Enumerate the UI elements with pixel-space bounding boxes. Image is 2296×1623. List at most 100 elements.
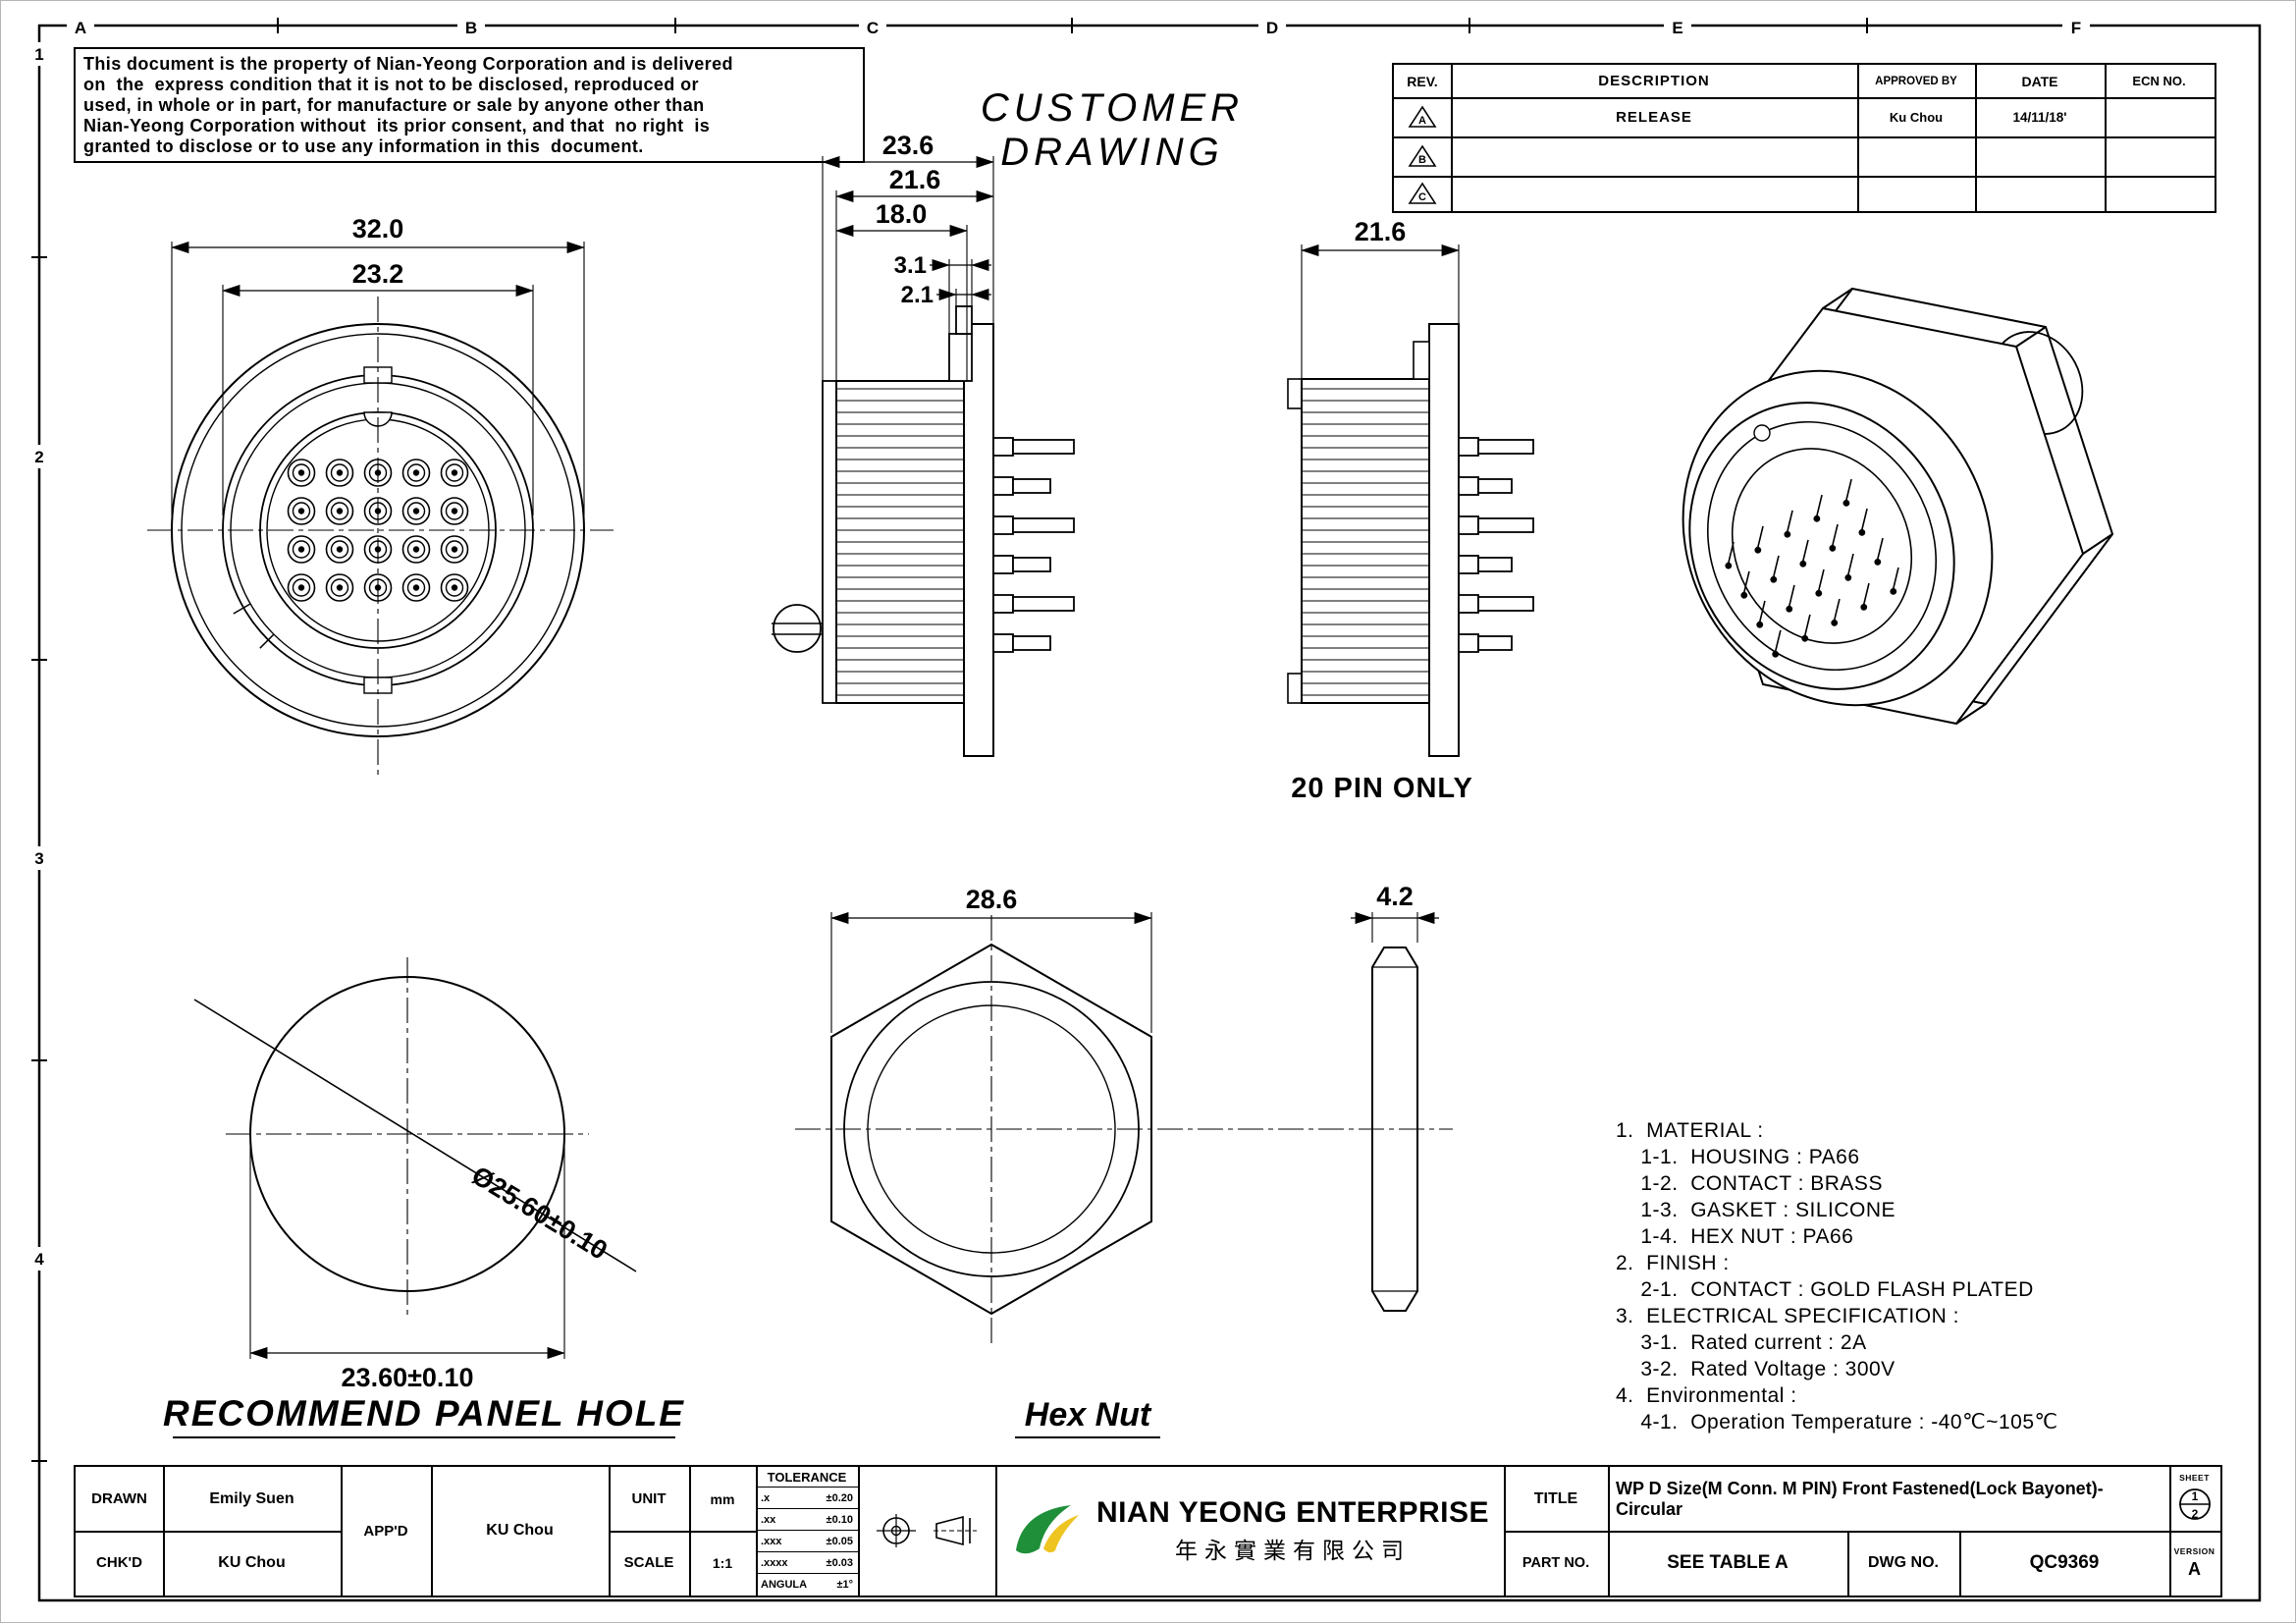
date-header: DATE <box>2021 73 2058 89</box>
dim-section-overall: 23.6 <box>882 131 934 160</box>
rev-date: 14/11/18' <box>2012 109 2067 125</box>
version-value: A <box>2188 1558 2201 1579</box>
note-line: 1-1. HOUSING : PA66 <box>1616 1146 1860 1168</box>
version-cell: VERSION A <box>2169 1531 2219 1595</box>
title-label: TITLE <box>1533 1489 1578 1507</box>
rev-triangle-icon: B <box>1408 144 1437 167</box>
notice-line: Nian-Yeong Corporation without its prior… <box>83 116 711 135</box>
note-line: 1-2. CONTACT : BRASS <box>1616 1172 1883 1195</box>
tol-val: ±1° <box>836 1578 853 1591</box>
company-logo-icon <box>1015 1505 1079 1554</box>
sheet-number-icon: 1 2 <box>2178 1488 2211 1521</box>
zone-row-label: 2 <box>34 448 43 466</box>
note-line: 1-3. GASKET : SILICONE <box>1616 1199 1896 1221</box>
svg-text:1: 1 <box>2191 1489 2198 1503</box>
section-view: 23.6 21.6 18.0 3.1 2.1 <box>772 131 1075 757</box>
notice-line: on the express condition that it is not … <box>83 75 699 94</box>
tol-key: .xx <box>761 1513 776 1526</box>
version-label: VERSION <box>2173 1545 2216 1556</box>
cone-symbol-icon <box>934 1515 977 1546</box>
dim-section-body: 21.6 <box>889 165 941 194</box>
note-line: 3-2. Rated Voltage : 300V <box>1616 1358 1896 1380</box>
zone-col-label: F <box>2071 19 2081 37</box>
note-line: 3-1. Rated current : 2A <box>1616 1331 1867 1354</box>
notes-block: 1. MATERIAL : 1-1. HOUSING : PA66 1-2. C… <box>1616 1117 2205 1435</box>
notice-line: This document is the property of Nian-Ye… <box>83 54 733 74</box>
zone-col-label: B <box>465 19 477 37</box>
front-view: 32.0 23.2 <box>147 214 614 778</box>
scale-label: SCALE <box>623 1554 674 1571</box>
unit-label: UNIT <box>631 1490 667 1507</box>
scale-value: 1:1 <box>712 1554 733 1571</box>
drawn-label: DRAWN <box>91 1490 147 1507</box>
bayonet-screw-detail <box>773 604 822 653</box>
drawn-value: Emily Suen <box>209 1489 294 1507</box>
unit-value: mm <box>710 1490 735 1507</box>
rev-header: REV. <box>1407 73 1438 89</box>
company-name-zh: 年永實業有限公司 <box>1175 1538 1411 1563</box>
notice-line: used, in whole or in part, for manufactu… <box>83 95 705 115</box>
page-title: CUSTOMER DRAWING <box>980 86 1245 174</box>
chkd-label: CHK'D <box>96 1554 142 1571</box>
dim-hexnut-across: 28.6 <box>966 885 1018 914</box>
dim-hexnut-thickness: 4.2 <box>1376 882 1414 911</box>
dim-section-step1: 3.1 <box>894 252 927 279</box>
tol-key: .xxxx <box>761 1556 788 1569</box>
section-pins <box>992 437 1075 653</box>
description-header: DESCRIPTION <box>1598 73 1710 89</box>
panel-hole-view: 23.60±0.10 Ø25.60±0.10 RECOMMEND PANEL H… <box>163 957 685 1438</box>
approved-header: APPROVED BY <box>1875 75 1957 87</box>
sheet-cell: SHEET 1 2 <box>2169 1467 2219 1531</box>
tolerance-box: TOLERANCE .x±0.20 .xx±0.10 .xxx±0.05 .xx… <box>756 1467 858 1595</box>
sheet-label: SHEET <box>2179 1473 2210 1483</box>
projection-symbol-icon <box>877 1514 916 1547</box>
dim-panel-diameter: Ø25.60±0.10 <box>466 1161 613 1266</box>
company-name-en: NIAN YEONG ENTERPRISE <box>1095 1496 1490 1529</box>
pin-side-view: 21.6 20 PIN ONLY <box>1287 217 1534 804</box>
dim-section-thread: 18.0 <box>876 199 928 229</box>
appd-value: KU Chou <box>486 1522 554 1539</box>
rev-description: RELEASE <box>1616 108 1692 126</box>
rev-triangle-icon: C <box>1408 182 1437 204</box>
dim-pinview-body: 21.6 <box>1355 217 1407 246</box>
rev-triangle-icon: A <box>1408 105 1437 128</box>
dim-panel-across: 23.60±0.10 <box>342 1363 474 1392</box>
projection-symbols <box>858 1467 995 1595</box>
panel-hole-caption: RECOMMEND PANEL HOLE <box>163 1393 685 1434</box>
dim-front-inner: 23.2 <box>352 259 404 289</box>
tol-val: ±0.03 <box>826 1556 853 1569</box>
ecn-header: ECN NO. <box>2132 74 2186 88</box>
note-line: 1-4. HEX NUT : PA66 <box>1616 1225 1854 1248</box>
hex-nut-view: 28.6 4.2 Hex Nut <box>795 882 1453 1438</box>
tolerance-title: TOLERANCE <box>767 1469 847 1485</box>
tol-key: ANGULA <box>761 1578 808 1591</box>
svg-text:A: A <box>1418 115 1426 127</box>
notice-line: granted to disclose or to use any inform… <box>83 136 644 156</box>
isometric-view <box>1682 287 2114 726</box>
zone-col-label: E <box>1672 19 1682 37</box>
pin-view-caption: 20 PIN ONLY <box>1291 773 1473 804</box>
zone-col-label: C <box>867 19 879 37</box>
dwg-no-label: DWG NO. <box>1868 1553 1939 1571</box>
note-line: 4. Environmental : <box>1616 1384 1797 1407</box>
note-line: 4-1. Operation Temperature : -40℃~105℃ <box>1616 1411 2058 1434</box>
sheet-frame: A B C D E F 1 2 3 4 <box>27 16 2262 1602</box>
revision-table: REV. DESCRIPTION APPROVED BY DATE ECN NO… <box>1392 63 2216 213</box>
zone-row-label: 1 <box>34 45 43 64</box>
tol-key: .x <box>761 1491 771 1504</box>
part-no-label: PART NO. <box>1522 1554 1590 1571</box>
tol-val: ±0.10 <box>826 1513 853 1526</box>
svg-text:C: C <box>1418 191 1426 203</box>
zone-row-label: 4 <box>34 1250 44 1269</box>
dwg-no-value: QC9369 <box>2029 1551 2100 1573</box>
dim-section-step2: 2.1 <box>901 282 934 308</box>
title-block: DRAWN Emily Suen CHK'D KU Chou APP'D KU … <box>74 1465 2222 1597</box>
company-area: NIAN YEONG ENTERPRISE 年永實業有限公司 <box>995 1467 1504 1595</box>
title-value: WP D Size(M Conn. M PIN) Front Fastened(… <box>1616 1478 2104 1519</box>
tol-val: ±0.20 <box>826 1491 853 1504</box>
tol-val: ±0.05 <box>826 1535 853 1547</box>
rev-marker-a: A <box>1394 97 1451 136</box>
rev-marker-c: C <box>1394 176 1451 210</box>
note-line: 3. ELECTRICAL SPECIFICATION : <box>1616 1305 1959 1327</box>
chkd-value: KU Chou <box>218 1553 286 1571</box>
